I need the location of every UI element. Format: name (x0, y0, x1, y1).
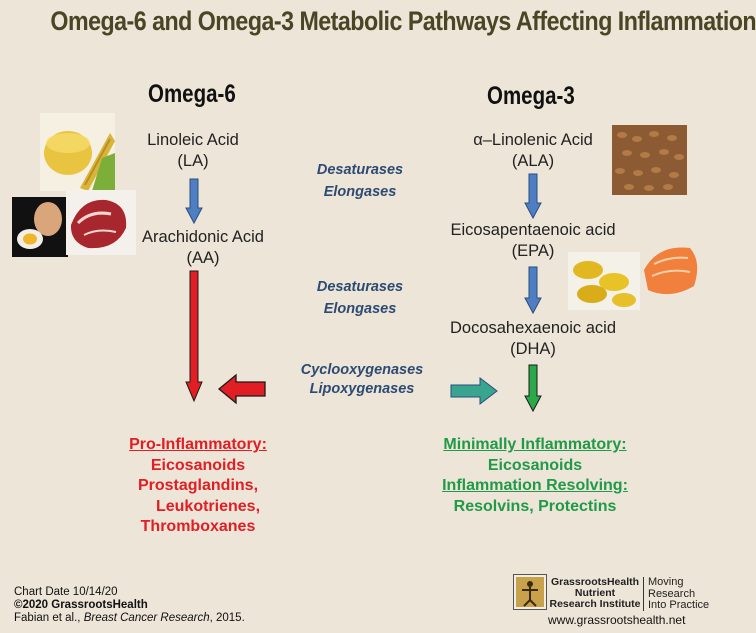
omega3-heading: Omega-3 (487, 82, 575, 110)
pro-inflammatory-item-2: Prostaglandins, (137, 477, 259, 494)
enzyme-3-line1: Cyclooxygenases (300, 362, 424, 378)
linoleic-acid-name: Linoleic Acid (147, 131, 239, 149)
epa-abbr: (EPA) (511, 242, 555, 260)
epa-node: Eicosapentaenoic acid (EPA) (437, 220, 629, 262)
grassrootshealth-logo-icon (513, 574, 547, 610)
fish-oil-capsules-image (568, 252, 640, 310)
enzyme-label-2: Desaturases Elongases (290, 276, 430, 320)
logo-line-1: GrassrootsHealth (550, 576, 640, 588)
logo-text: GrassrootsHealth Nutrient Research Insti… (548, 577, 642, 610)
citation: Fabian et al., Breast Cancer Research, 2… (14, 611, 245, 625)
pro-inflammatory-item-1: Eicosanoids (150, 456, 246, 474)
website-link[interactable]: www.grassrootshealth.net (548, 613, 686, 627)
alpha-linolenic-acid-node: α–Linolenic Acid (ALA) (453, 130, 613, 172)
salmon-image (644, 247, 698, 295)
citation-journal: Breast Cancer Research (83, 612, 210, 624)
arachidonic-acid-name: Arachidonic Acid (142, 228, 264, 246)
enzyme-2-line2: Elongases (323, 301, 397, 317)
enzyme-2-line1: Desaturases (316, 279, 404, 295)
logo-divider (643, 577, 644, 611)
linoleic-acid-abbr: (LA) (177, 152, 209, 170)
arrow-dha-to-minimally-inflammatory (524, 364, 542, 413)
ala-name: α–Linolenic Acid (473, 131, 593, 149)
logo-tagline: Moving Research Into Practice (648, 576, 710, 612)
red-meat-image (66, 190, 136, 255)
arrow-left-red (217, 373, 266, 405)
inflammation-resolving-label: Inflammation Resolving: (442, 477, 628, 494)
minimally-inflammatory-item: Eicosanoids (487, 456, 583, 474)
arrow-right-teal (450, 376, 498, 406)
dha-node: Docosahexaenoic acid (DHA) (437, 318, 629, 360)
copyright: ©2020 GrassrootsHealth (14, 599, 148, 611)
enzyme-1-line2: Elongases (323, 184, 397, 200)
pro-inflammatory-label: Pro-Inflammatory: (129, 436, 267, 453)
arrow-aa-to-pro-inflammatory (185, 270, 203, 403)
minimally-inflammatory-label: Minimally Inflammatory: (443, 436, 627, 453)
omega6-heading: Omega-6 (148, 80, 236, 108)
tagline-line-3: Into Practice (648, 599, 710, 611)
citation-year: , 2015. (209, 612, 245, 624)
flaxseed-image (612, 125, 687, 195)
arrow-epa-to-dha (524, 266, 542, 315)
pro-inflammatory-item-3: Leukotrienes, (155, 497, 261, 515)
inflammation-resolving-item: Resolvins, Protectins (453, 497, 617, 515)
logo-line-2: Nutrient (574, 587, 616, 599)
arrow-ala-to-epa (524, 173, 542, 220)
tagline-line-1: Moving (648, 576, 684, 588)
enzyme-label-3: Cyclooxygenases Lipoxygenases (282, 361, 442, 399)
minimally-inflammatory-box: Minimally Inflammatory: Eicosanoids Infl… (424, 435, 646, 517)
epa-name: Eicosapentaenoic acid (450, 221, 616, 239)
eggs-image (12, 197, 68, 257)
logo-line-3: Research Institute (549, 598, 641, 610)
enzyme-1-line1: Desaturases (316, 162, 404, 178)
tagline-line-2: Research (648, 587, 696, 600)
oil-corn-image (40, 113, 115, 191)
enzyme-3-line2: Lipoxygenases (309, 381, 415, 397)
arrow-la-to-aa (185, 178, 203, 225)
linoleic-acid-node: Linoleic Acid (LA) (128, 130, 258, 172)
dha-name: Docosahexaenoic acid (449, 319, 617, 337)
pro-inflammatory-item-4: Thromboxanes (140, 518, 256, 535)
chart-date: Chart Date 10/14/20 (14, 586, 118, 598)
arachidonic-acid-node: Arachidonic Acid (AA) (128, 227, 278, 269)
pro-inflammatory-box: Pro-Inflammatory: Eicosanoids Prostaglan… (118, 435, 278, 538)
dha-abbr: (DHA) (510, 340, 556, 358)
arachidonic-acid-abbr: (AA) (186, 249, 220, 267)
enzyme-label-1: Desaturases Elongases (290, 159, 430, 203)
page-title: Omega-6 and Omega-3 Metabolic Pathways A… (50, 6, 756, 36)
citation-authors: Fabian et al., (14, 612, 84, 624)
ala-abbr: (ALA) (511, 152, 555, 170)
